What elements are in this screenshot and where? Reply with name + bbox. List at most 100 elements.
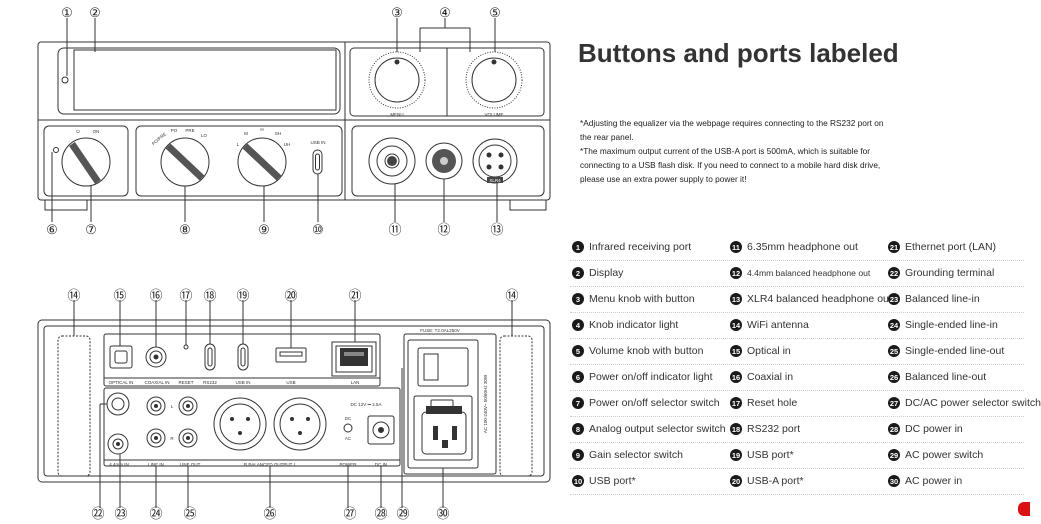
fuse-label: FUSE: T2.0AL250V bbox=[420, 328, 459, 333]
pre-label: PRE bbox=[185, 128, 194, 133]
note-line: please use an extra power supply to powe… bbox=[580, 174, 747, 184]
rear-panel-diagram: OPTICAL IN COAXIAL IN RESET RS232 USB IN… bbox=[37, 288, 551, 521]
volume-label: VOLUME bbox=[484, 112, 503, 117]
callout-24: ㉔ bbox=[149, 506, 162, 521]
callout-9: ⑨ bbox=[258, 222, 270, 237]
menu-label: MENU bbox=[390, 112, 403, 117]
legend-item-1: 1 Infrared receiving port bbox=[572, 239, 691, 255]
rear-chassis bbox=[37, 319, 551, 483]
dc-spec-label: DC 12V ⎓ 2.5A bbox=[350, 402, 381, 407]
callout-25: ㉕ bbox=[183, 506, 196, 521]
callout-14-left: ⑭ bbox=[67, 288, 80, 303]
grounding-terminal bbox=[106, 392, 130, 416]
callout-1: ① bbox=[61, 5, 73, 20]
legend-number-badge: 7 bbox=[572, 397, 584, 409]
legend-number-badge: 18 bbox=[730, 423, 742, 435]
callout-23: ㉓ bbox=[114, 506, 127, 521]
reset-label: RESET bbox=[178, 380, 193, 385]
legend-number-badge: 3 bbox=[572, 293, 584, 305]
callout-7: ⑦ bbox=[85, 222, 97, 237]
legend-label: USB-A port* bbox=[747, 475, 804, 487]
infrared-receiver bbox=[61, 76, 69, 84]
lineout-label: LINE OUT bbox=[180, 462, 201, 467]
page-title: Buttons and ports labeled bbox=[578, 38, 899, 68]
balout-label: R BALANCED OUTPUT L bbox=[244, 462, 297, 467]
callout-10: ⑩ bbox=[312, 222, 324, 237]
legend-number-badge: 19 bbox=[730, 449, 742, 461]
legend-label: 4.4mm balanced headphone out bbox=[747, 268, 871, 278]
display-screen bbox=[73, 49, 337, 111]
legend-label: Volume knob with button bbox=[589, 345, 704, 357]
callout-4: ④ bbox=[439, 5, 451, 20]
legend-item-20: 20 USB-A port* bbox=[730, 473, 804, 489]
legend-number-badge: 26 bbox=[888, 371, 900, 383]
line-in-right bbox=[146, 428, 166, 448]
headphone-635-jack bbox=[368, 137, 416, 185]
legend-number-badge: 1 bbox=[572, 241, 584, 253]
legend-label: USB port* bbox=[747, 449, 794, 461]
gain-h-label: H bbox=[260, 127, 263, 132]
lan-label: LAN bbox=[351, 380, 360, 385]
legend-number-badge: 10 bbox=[572, 475, 584, 487]
legend-number-badge: 22 bbox=[888, 267, 900, 279]
callout-12: ⑫ bbox=[437, 222, 450, 237]
dc-ac-selector bbox=[343, 423, 353, 433]
callout-21: ㉑ bbox=[348, 288, 361, 303]
wifi-antenna-left bbox=[57, 335, 91, 477]
legend-item-12: 12 4.4mm balanced headphone out bbox=[730, 265, 870, 281]
balanced-out-left bbox=[273, 397, 327, 451]
ac-power-inlet bbox=[413, 395, 473, 461]
legend-label: Coaxial in bbox=[747, 371, 794, 383]
legend-item-19: 19 USB port* bbox=[730, 447, 794, 463]
legend-number-badge: 20 bbox=[730, 475, 742, 487]
legend-label: DC/AC power selector switch bbox=[905, 397, 1041, 409]
po-pre-label: PO/PRE bbox=[151, 131, 167, 146]
legend-number-badge: 12 bbox=[730, 267, 742, 279]
callout-16: ⑯ bbox=[149, 288, 162, 303]
gain-sh-label: SH bbox=[275, 131, 281, 136]
callout-3: ③ bbox=[391, 5, 403, 20]
legend-number-badge: 8 bbox=[572, 423, 584, 435]
gain-selector-knob bbox=[237, 137, 287, 187]
front-panel-diagram: XLR4 MENU VOLUME ⏻ ON PO/PRE PO PRE LO L… bbox=[37, 5, 551, 237]
legend-label: Single-ended line-in bbox=[905, 319, 998, 331]
balanced-out-right bbox=[213, 397, 267, 451]
legend-label: Display bbox=[589, 267, 624, 279]
callout-11: ⑪ bbox=[388, 222, 401, 237]
rca-r-label: R bbox=[170, 436, 174, 441]
mm44-label: 4.4mm IN bbox=[109, 462, 129, 467]
legend-label: Infrared receiving port bbox=[589, 241, 692, 253]
callout-13: ⑬ bbox=[490, 222, 503, 237]
xlr4-badge-text: XLR4 bbox=[489, 178, 501, 183]
callout-14-right: ⑭ bbox=[505, 288, 518, 303]
legend-label: WiFi antenna bbox=[747, 319, 809, 331]
legend-label: Balanced line-in bbox=[905, 293, 980, 305]
ac-power-switch bbox=[417, 347, 469, 387]
gain-l-label: L bbox=[237, 142, 240, 147]
legend-number-badge: 30 bbox=[888, 475, 900, 487]
legend-label: DC power in bbox=[905, 423, 963, 435]
legend-label: Knob indicator light bbox=[589, 319, 679, 331]
ac-label: AC bbox=[345, 436, 352, 441]
callout-26: ㉖ bbox=[263, 506, 276, 521]
